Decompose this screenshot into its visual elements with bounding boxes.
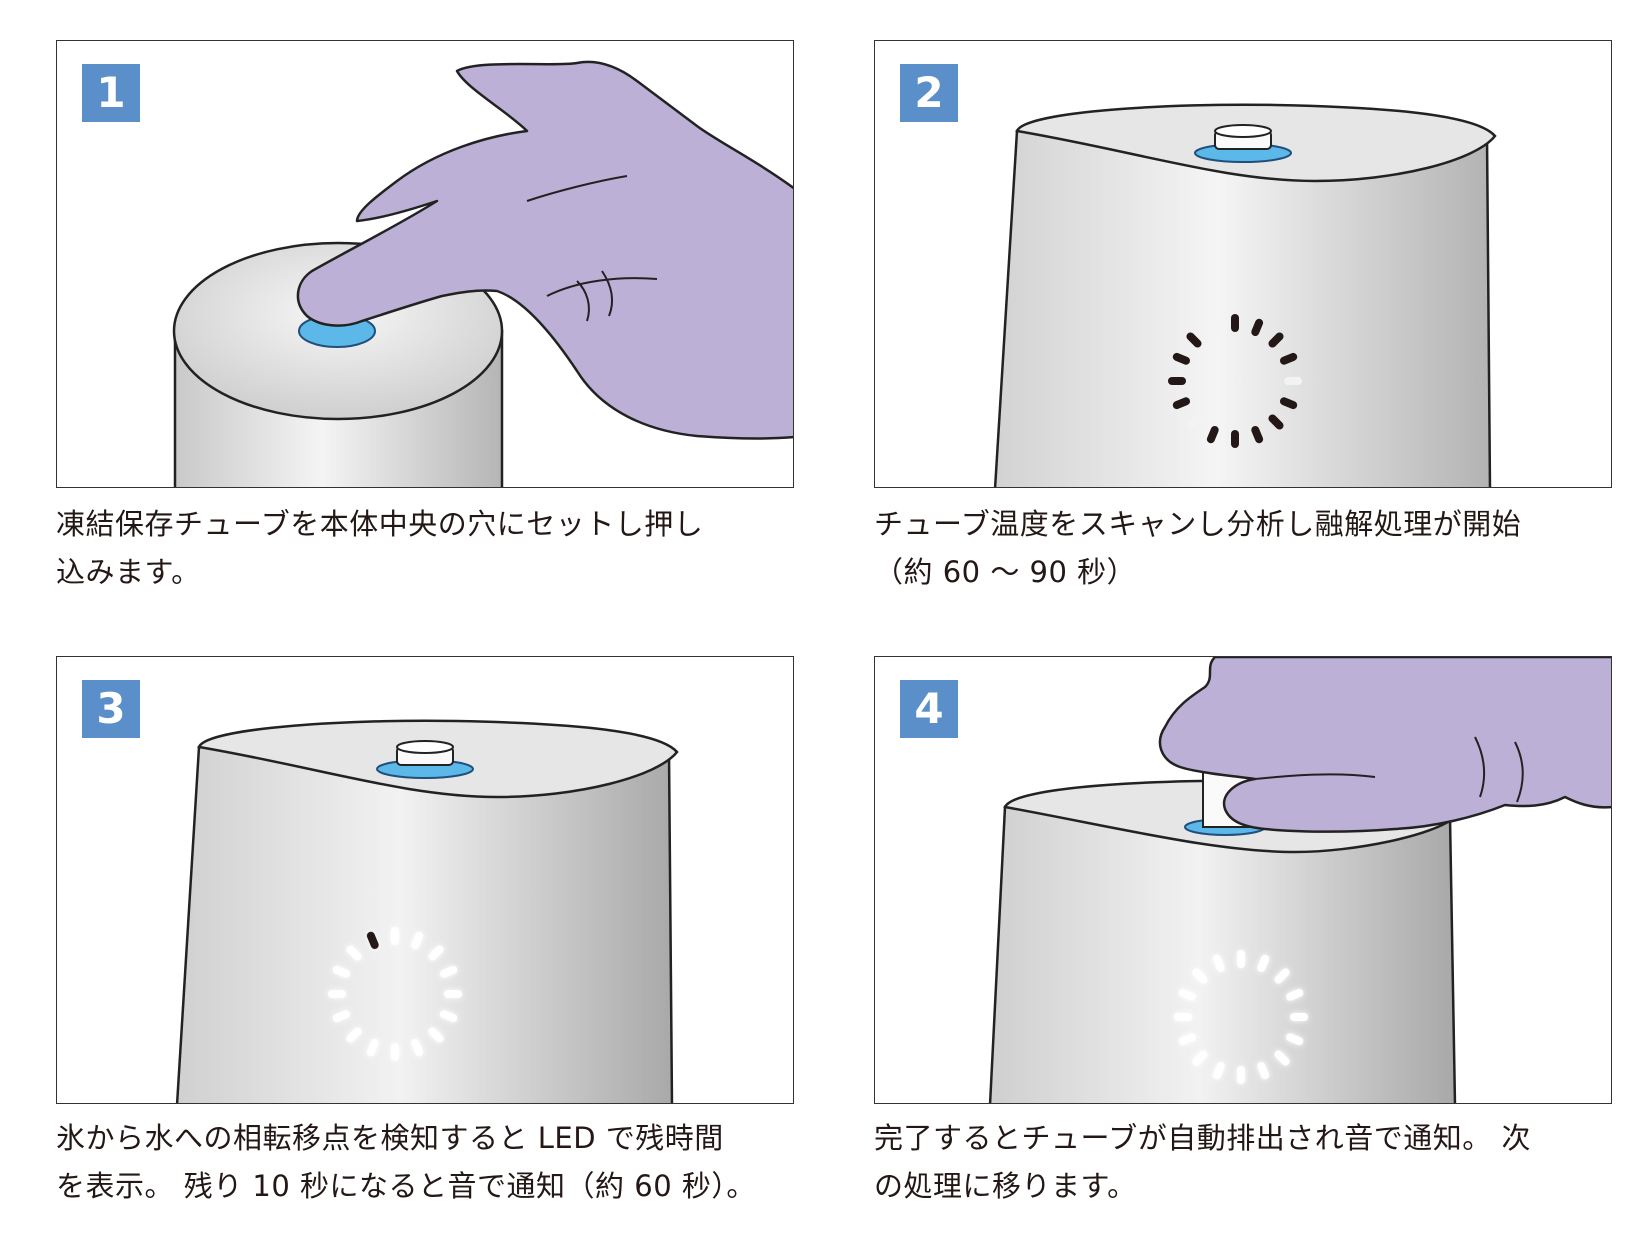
led-segment: [1186, 332, 1202, 348]
led-segment: [1274, 968, 1290, 984]
led-segment: [1251, 318, 1264, 337]
led-segment: [1178, 988, 1197, 1001]
caption-line: 凍結保存チューブを本体中央の穴にセットし押し: [56, 507, 704, 541]
device-body: [175, 745, 674, 1103]
led-segment: [1268, 414, 1284, 430]
led-segment: [1168, 377, 1186, 385]
step-number-badge: 3: [82, 680, 140, 738]
step-2-caption: チューブ温度をスキャンし分析し融解処理が開始 （約 60 ～ 90 秒）: [874, 500, 1614, 596]
step-number-badge: 4: [900, 680, 958, 738]
led-segment: [1290, 1013, 1308, 1021]
caption-line: 氷から水への相転移点を検知すると LED で残時間: [56, 1121, 724, 1155]
led-segment: [346, 945, 362, 961]
led-segment: [1251, 425, 1264, 444]
step-1-illustration: [172, 60, 793, 487]
led-segment: [1192, 968, 1208, 984]
led-segment: [428, 945, 444, 961]
led-segment: [1206, 318, 1219, 337]
step-3-caption: 氷から水への相転移点を検知すると LED で残時間 を表示。 残り 10 秒にな…: [56, 1114, 796, 1210]
led-segment: [1192, 1050, 1208, 1066]
led-segment: [1231, 314, 1239, 332]
led-segment: [332, 1010, 351, 1023]
led-segment: [1274, 1050, 1290, 1066]
led-segment: [1174, 1013, 1192, 1021]
led-segment: [1285, 988, 1304, 1001]
led-segment: [366, 1038, 379, 1057]
led-segment: [1284, 377, 1302, 385]
step-number-badge: 1: [82, 64, 140, 122]
step-number-badge: 2: [900, 64, 958, 122]
step-1-panel: 1: [56, 40, 794, 488]
led-ring: [328, 927, 462, 1061]
step-3-illustration: [175, 719, 679, 1103]
led-segment: [391, 927, 399, 945]
led-segment: [1206, 425, 1219, 444]
led-segment: [1212, 954, 1225, 973]
device-body: [993, 129, 1492, 487]
caption-line: を表示。 残り 10 秒になると音で通知（約 60 秒）。: [56, 1169, 756, 1203]
step-4-panel: 4: [874, 656, 1612, 1104]
led-segment: [1257, 1061, 1270, 1080]
led-segment: [1231, 430, 1239, 448]
step-4-illustration: [988, 657, 1611, 1103]
led-segment: [391, 1043, 399, 1061]
led-segment: [1279, 352, 1298, 365]
step-3-panel: 3: [56, 656, 794, 1104]
device-body: [988, 805, 1457, 1103]
led-segment: [1186, 414, 1202, 430]
glove-hand: [296, 60, 793, 440]
led-segment: [1178, 1033, 1197, 1046]
led-segment: [366, 931, 379, 950]
led-segment: [328, 990, 346, 998]
led-segment: [1237, 950, 1245, 968]
caption-line: （約 60 ～ 90 秒）: [874, 555, 1137, 589]
step-4-caption: 完了するとチューブが自動排出され音で通知。 次 の処理に移ります。: [874, 1114, 1614, 1210]
step-2-illustration: [993, 103, 1497, 487]
led-segment: [1172, 397, 1191, 410]
led-segment: [1212, 1061, 1225, 1080]
led-ring: [1168, 314, 1302, 448]
led-segment: [1237, 1066, 1245, 1084]
caption-line: の処理に移ります。: [874, 1169, 1137, 1203]
led-segment: [1279, 397, 1298, 410]
step-2-panel: 2: [874, 40, 1612, 488]
led-segment: [332, 965, 351, 978]
led-segment: [1268, 332, 1284, 348]
caption-line: 込みます。: [56, 555, 201, 589]
led-segment: [439, 1010, 458, 1023]
led-segment: [1257, 954, 1270, 973]
glove-hand: [1158, 657, 1611, 833]
led-segment: [411, 931, 424, 950]
led-ring: [1174, 950, 1308, 1084]
caption-line: チューブ温度をスキャンし分析し融解処理が開始: [874, 507, 1522, 541]
led-segment: [411, 1038, 424, 1057]
led-segment: [346, 1027, 362, 1043]
led-segment: [444, 990, 462, 998]
led-segment: [1285, 1033, 1304, 1046]
led-segment: [1172, 352, 1191, 365]
led-segment: [439, 965, 458, 978]
step-1-caption: 凍結保存チューブを本体中央の穴にセットし押し 込みます。: [56, 500, 796, 596]
led-segment: [428, 1027, 444, 1043]
caption-line: 完了するとチューブが自動排出され音で通知。 次: [874, 1121, 1531, 1155]
